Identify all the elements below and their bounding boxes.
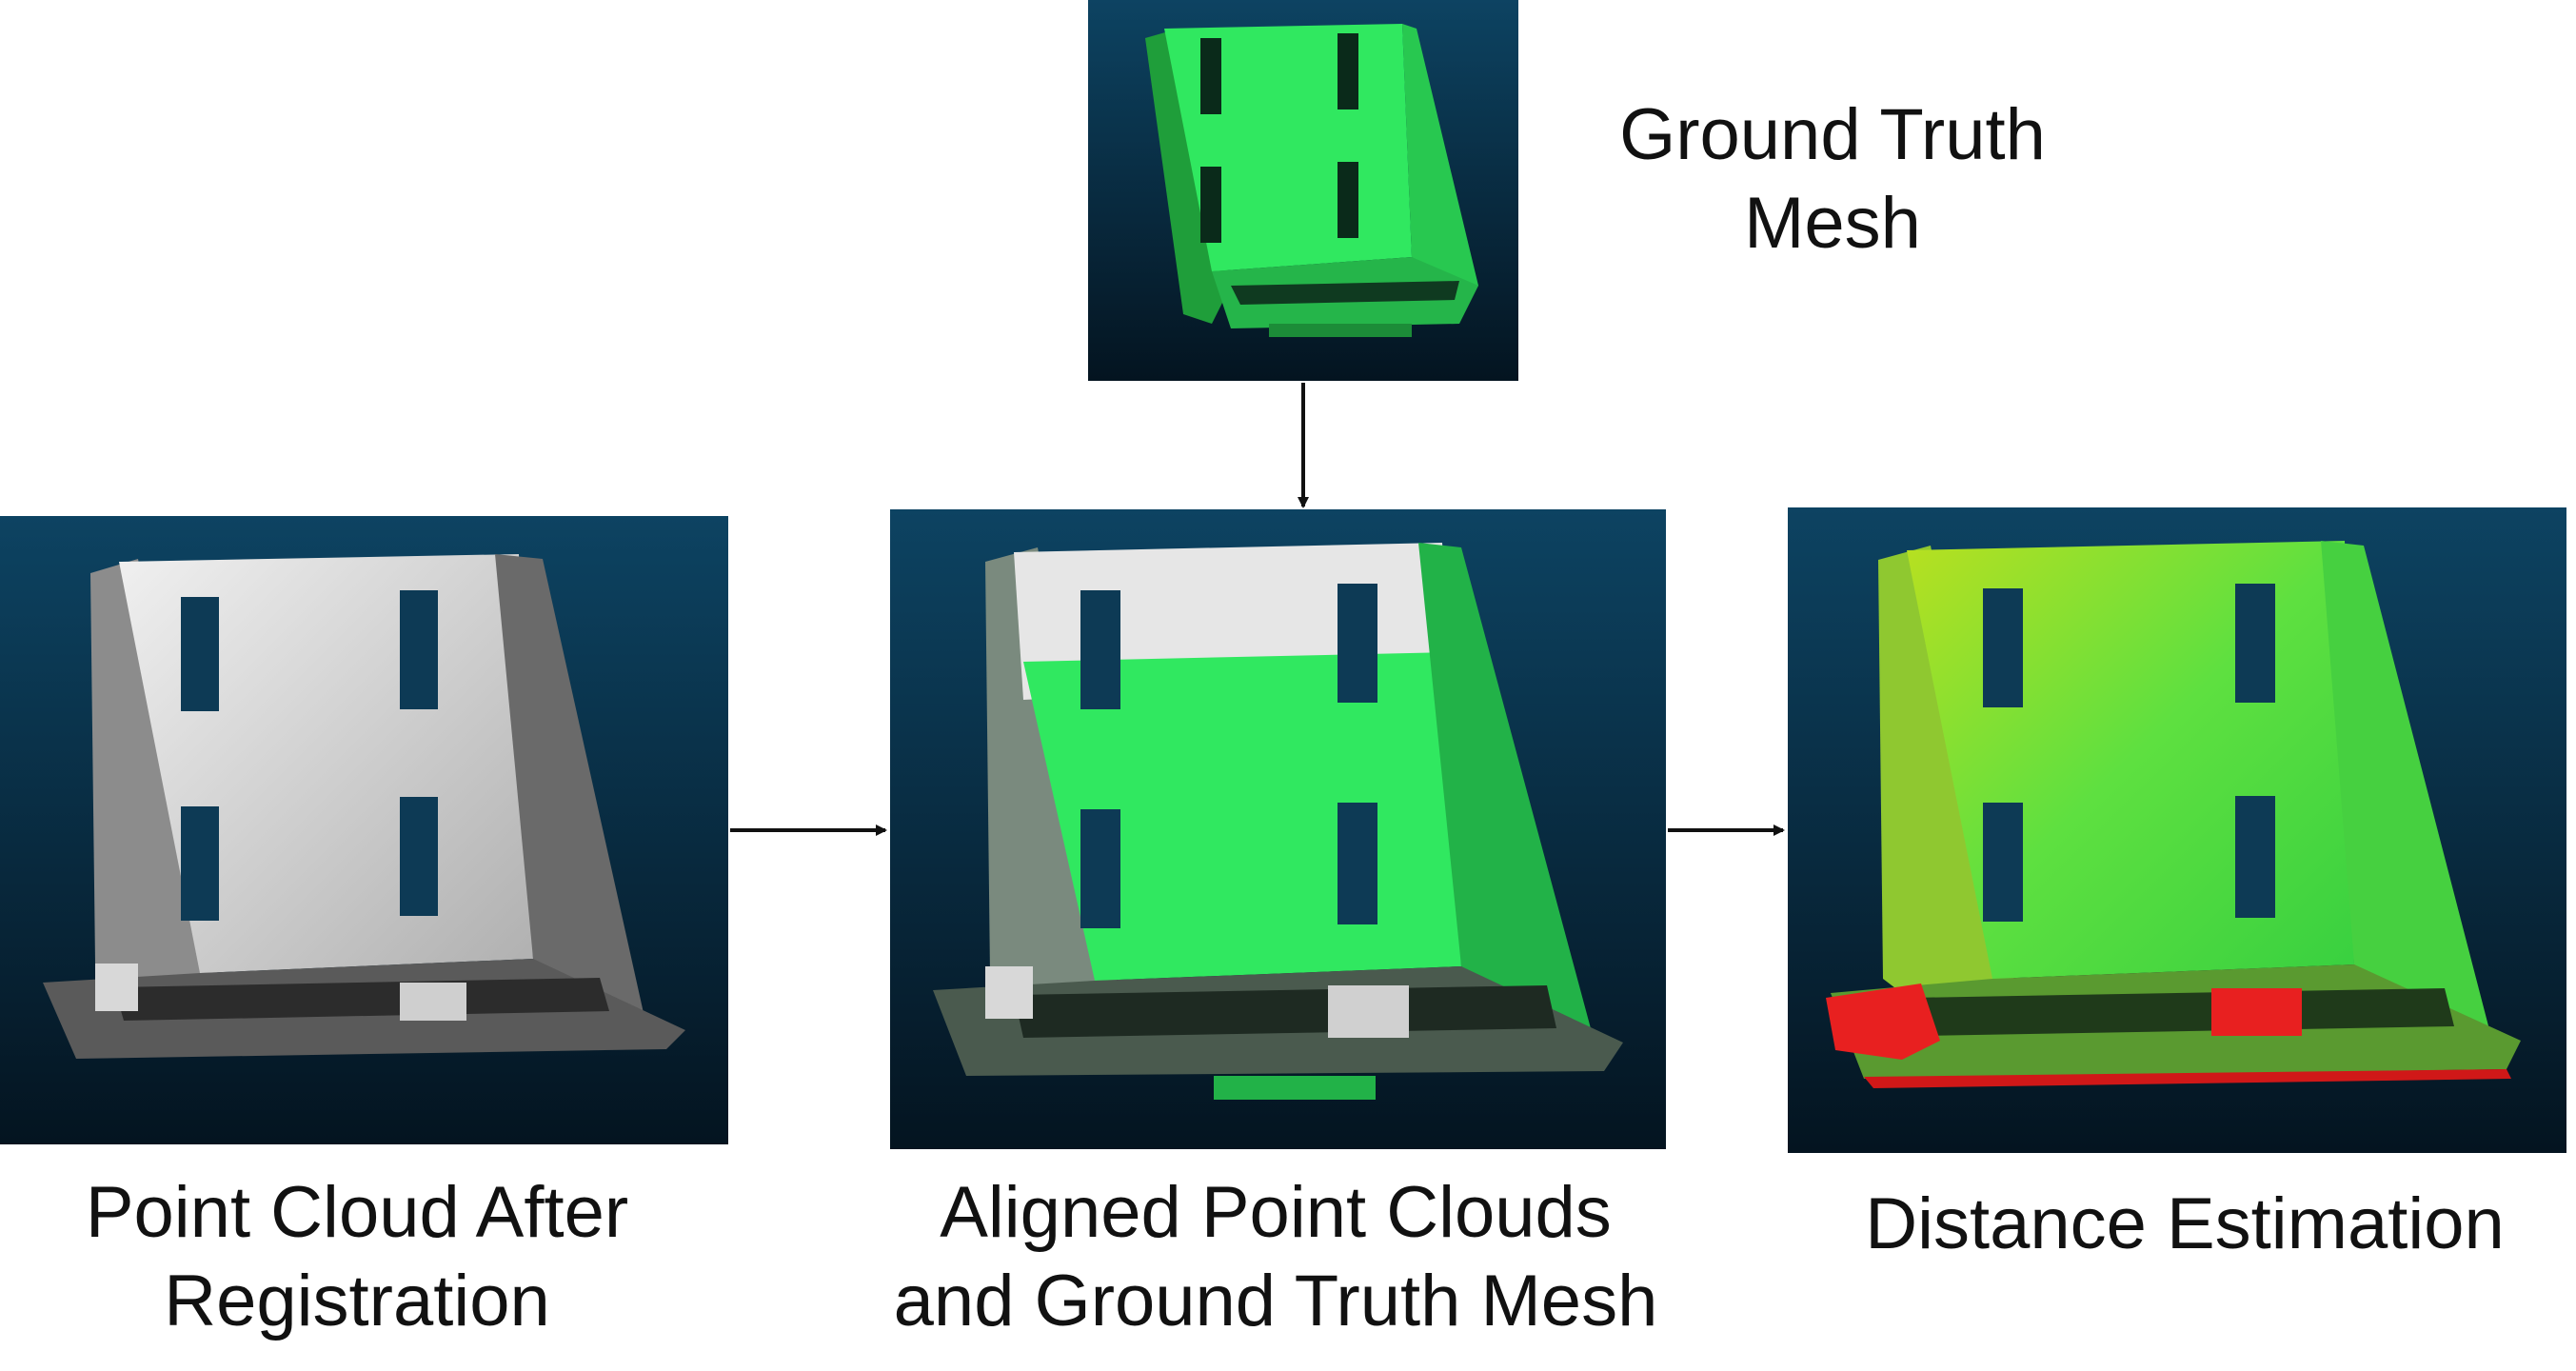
caption-line: Aligned Point Clouds	[940, 1172, 1612, 1253]
ground-truth-mesh-image	[1088, 0, 1518, 381]
point-cloud-image	[0, 516, 728, 1144]
caption-line: and Ground Truth Mesh	[893, 1260, 1658, 1341]
distance-caption: Distance Estimation	[1865, 1183, 2505, 1264]
caption-line: Mesh	[1744, 182, 1921, 264]
caption-line: Point Cloud After	[85, 1172, 629, 1253]
aligned-clouds-image	[890, 509, 1666, 1149]
caption-line: Ground Truth	[1619, 94, 2046, 175]
distance-estimation-image	[1788, 507, 2566, 1153]
caption-line: Registration	[164, 1260, 550, 1341]
